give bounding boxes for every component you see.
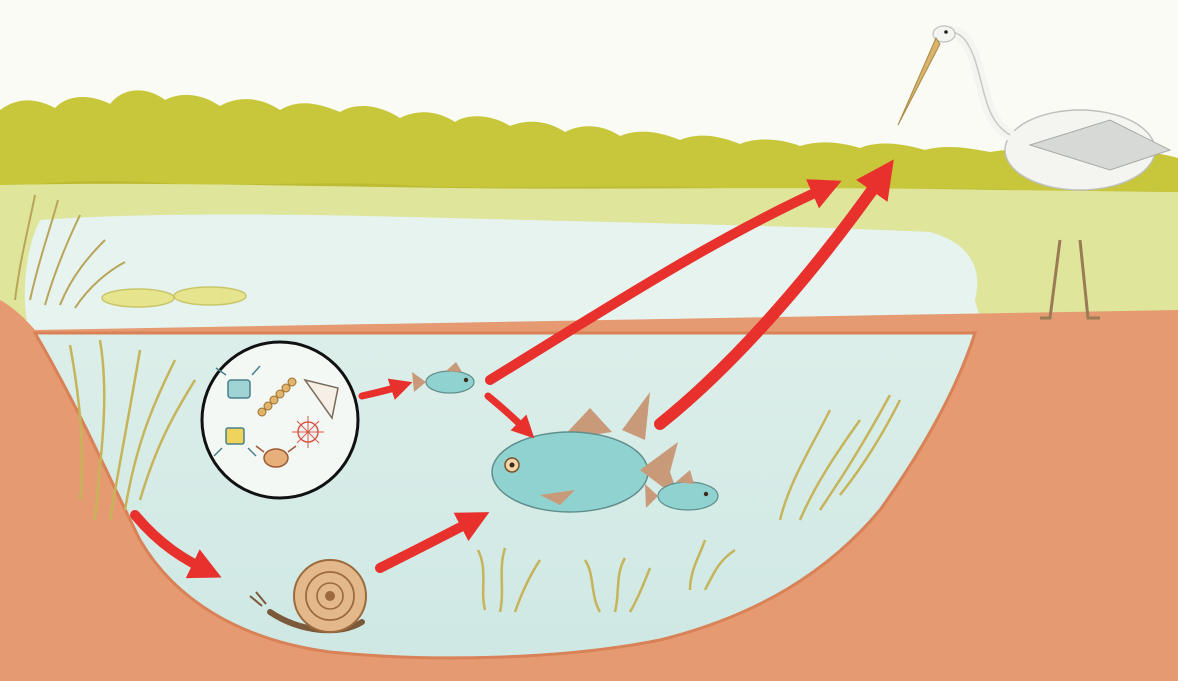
plankton-circle-icon <box>202 342 358 498</box>
